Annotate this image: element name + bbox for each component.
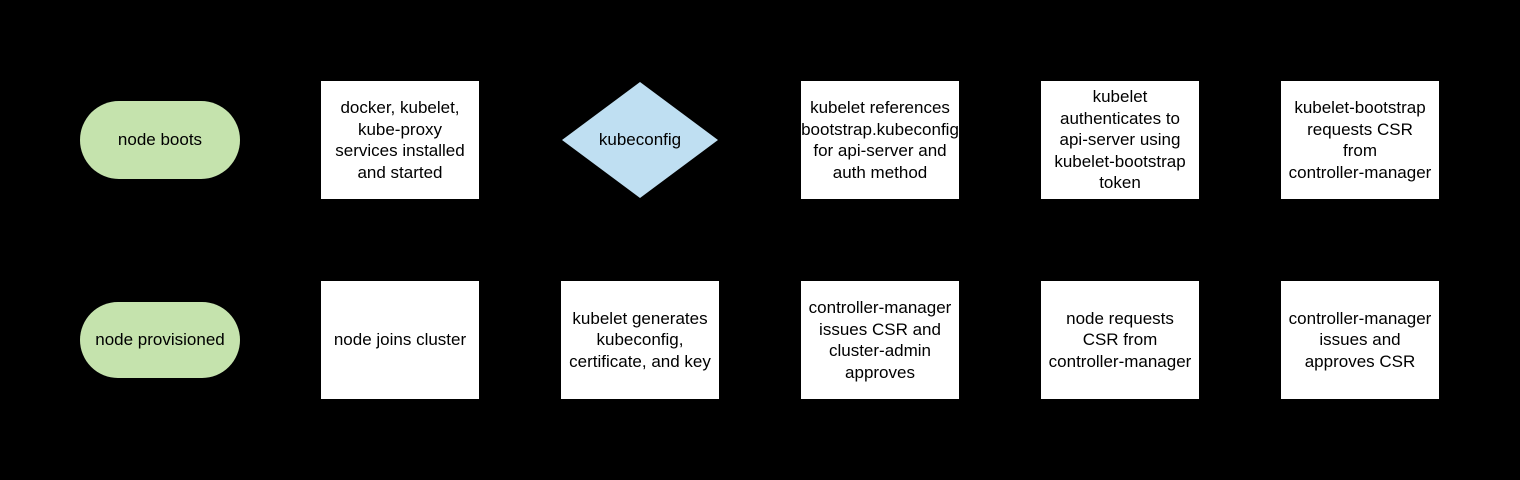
terminator-node-provisioned: node provisioned bbox=[80, 302, 240, 378]
node-label: node provisioned bbox=[95, 330, 225, 350]
node-label: kubeconfig bbox=[598, 130, 682, 150]
process-node-joins-cluster: node joins cluster bbox=[321, 281, 479, 399]
node-label: kubelet generates kubeconfig, certificat… bbox=[569, 308, 711, 371]
process-services-installed: docker, kubelet, kube-proxy services ins… bbox=[321, 81, 479, 199]
decision-kubeconfig: kubeconfig bbox=[562, 82, 718, 198]
node-label: kubelet references bootstrap.kubeconfig … bbox=[801, 98, 959, 182]
process-bootstrap-requests-csr: kubelet-bootstrap requests CSR from cont… bbox=[1281, 81, 1439, 199]
process-cm-issues-admin-approves: controller-manager issues CSR and cluste… bbox=[801, 281, 959, 399]
node-label: node joins cluster bbox=[333, 330, 467, 350]
node-label: node boots bbox=[117, 130, 203, 150]
node-label: docker, kubelet, kube-proxy services ins… bbox=[335, 98, 465, 182]
process-kubelet-references: kubelet references bootstrap.kubeconfig … bbox=[801, 81, 959, 199]
node-label: controller-manager issues and approves C… bbox=[1288, 308, 1432, 371]
node-label: node requests CSR from controller-manage… bbox=[1048, 308, 1192, 371]
terminator-node-boots: node boots bbox=[80, 101, 240, 179]
process-node-requests-csr: node requests CSR from controller-manage… bbox=[1041, 281, 1199, 399]
process-kubelet-authenticates: kubelet authenticates to api-server usin… bbox=[1041, 81, 1199, 199]
process-cm-issues-approves: controller-manager issues and approves C… bbox=[1281, 281, 1439, 399]
node-label: kubelet-bootstrap requests CSR from cont… bbox=[1288, 98, 1432, 182]
node-label: controller-manager issues CSR and cluste… bbox=[808, 298, 952, 382]
process-kubelet-generates: kubelet generates kubeconfig, certificat… bbox=[561, 281, 719, 399]
node-label: kubelet authenticates to api-server usin… bbox=[1054, 87, 1186, 193]
